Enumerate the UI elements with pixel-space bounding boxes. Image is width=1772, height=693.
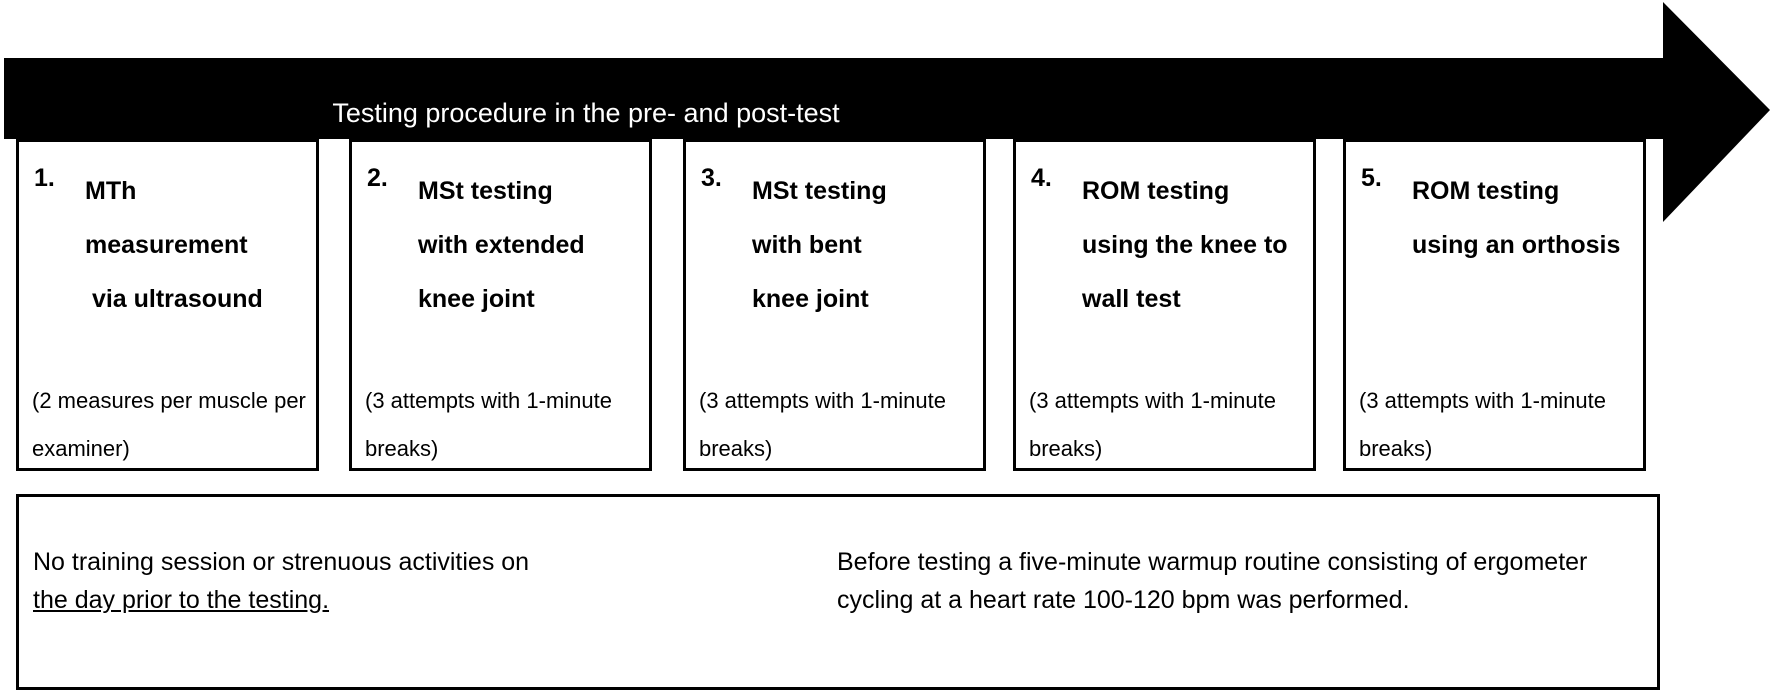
- condition-underlined-text: the day prior to the testing.: [33, 586, 330, 614]
- arrow-shape: [4, 2, 1770, 222]
- step-card-4: 4. ROM testing using the knee to wall te…: [1013, 139, 1316, 471]
- step-card-2: 2. MSt testing with extended knee joint …: [349, 139, 652, 471]
- step-card-1: 1. MTh measurement via ultrasound (2 mea…: [16, 139, 319, 471]
- step-card-3: 3. MSt testing with bent knee joint (3 a…: [683, 139, 986, 471]
- conditions-box: No training session or strenuous activit…: [16, 494, 1660, 690]
- step-note: (3 attempts with 1-minute breaks): [1029, 388, 1276, 461]
- step-title: ROM testing using the knee to wall test: [1082, 177, 1288, 313]
- warmup-condition: Before testing a five-minute warmup rout…: [837, 548, 1588, 614]
- pre-test-condition: No training session or strenuous activit…: [33, 543, 673, 619]
- step-note: (3 attempts with 1-minute breaks): [1359, 388, 1606, 461]
- arrow-title: Testing procedure in the pre- and post-t…: [332, 98, 840, 128]
- step-number: 1.: [34, 164, 55, 192]
- step-number: 5.: [1361, 164, 1382, 192]
- step-title: MSt testing with bent knee joint: [752, 177, 887, 313]
- condition-text: No training session or strenuous activit…: [33, 548, 530, 576]
- step-number: 2.: [367, 164, 388, 192]
- step-number: 3.: [701, 164, 722, 192]
- step-note: (3 attempts with 1-minute breaks): [365, 388, 612, 461]
- step-note: (2 measures per muscle per examiner): [32, 388, 306, 461]
- step-title: MSt testing with extended knee joint: [418, 177, 585, 313]
- step-title: MTh measurement via ultrasound: [85, 177, 263, 313]
- step-card-5: 5. ROM testing using an orthosis (3 atte…: [1343, 139, 1646, 471]
- step-number: 4.: [1031, 164, 1052, 192]
- step-title: ROM testing using an orthosis: [1412, 177, 1621, 259]
- step-note: (3 attempts with 1-minute breaks): [699, 388, 946, 461]
